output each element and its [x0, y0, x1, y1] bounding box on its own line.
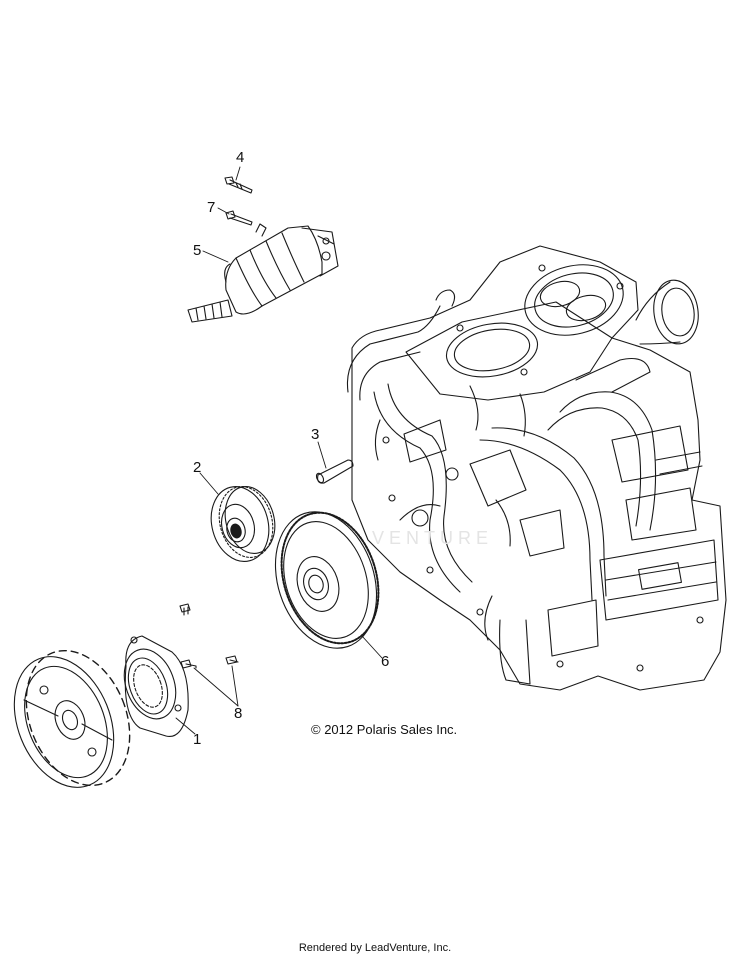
callout-3: 3 — [311, 426, 320, 443]
callout-7: 7 — [207, 199, 216, 216]
bolts-part-8 — [179, 603, 239, 669]
render-credit: Rendered by LeadVenture, Inc. — [298, 942, 452, 954]
callout-6: 6 — [381, 653, 390, 670]
callout-1: 1 — [193, 731, 202, 748]
leader-lines — [175, 166, 383, 735]
idler-gear-part-2 — [210, 486, 276, 562]
callout-2: 2 — [193, 459, 202, 476]
copyright-notice: © 2012 Polaris Sales Inc. — [311, 722, 458, 737]
engine-block — [346, 245, 727, 691]
callout-8: 8 — [234, 705, 243, 722]
dowel-pin-part-3 — [315, 459, 354, 484]
bolt-part-7 — [225, 210, 253, 226]
drive-gear-part-6 — [274, 511, 380, 649]
watermark-text: VENTURE — [372, 528, 494, 548]
callout-5: 5 — [193, 242, 202, 259]
bolt-part-4 — [224, 176, 253, 194]
starter-motor-part-5 — [187, 223, 339, 323]
callout-4: 4 — [236, 149, 245, 166]
starter-clutch-part-1 — [13, 635, 189, 788]
